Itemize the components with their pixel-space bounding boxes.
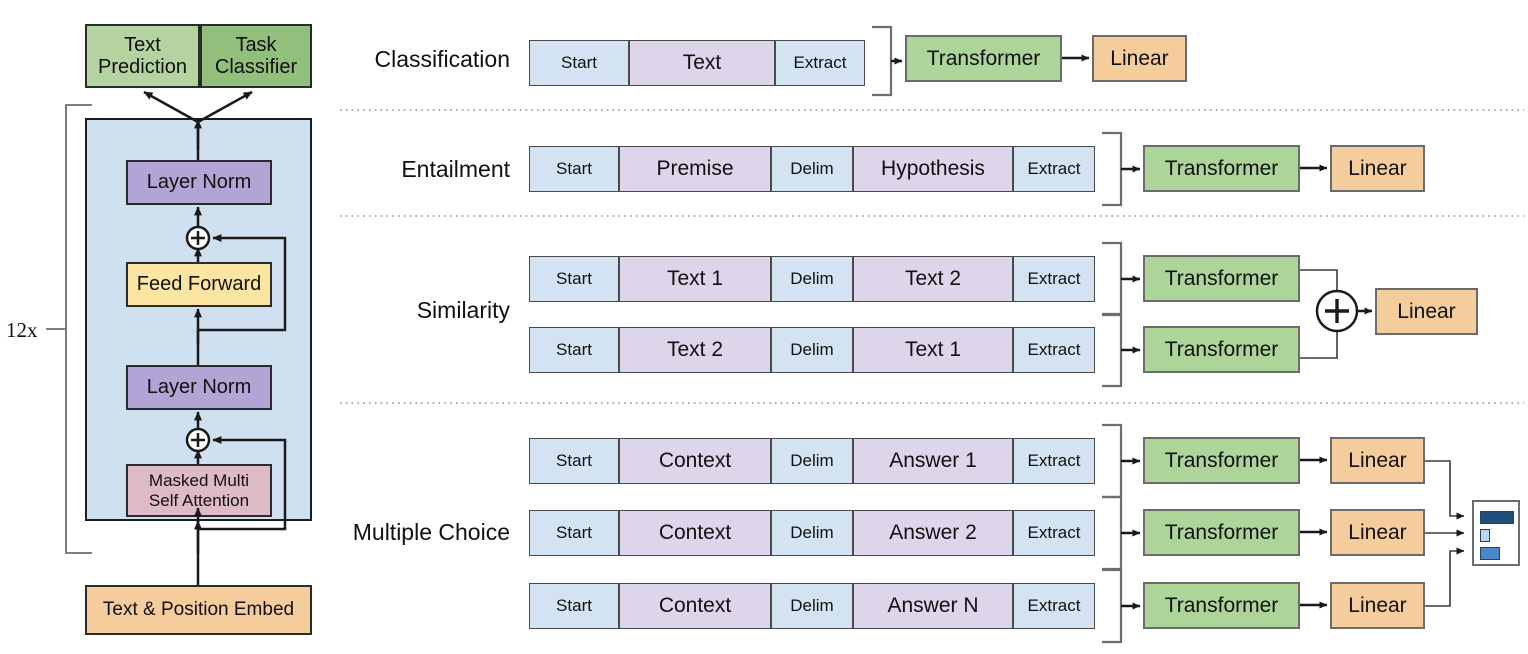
token-extract: Extract xyxy=(1013,327,1095,373)
module-linear: Linear xyxy=(1092,35,1187,82)
token-start: Start xyxy=(529,146,619,192)
token-text-2: Text 2 xyxy=(853,256,1013,302)
task-label-multiple-choice: Multiple Choice xyxy=(352,519,510,545)
head-text-prediction: Text Prediction xyxy=(85,24,200,88)
module-transformer: Transformer xyxy=(1143,145,1300,192)
module-linear-similarity: Linear xyxy=(1375,288,1478,335)
answer-score-bar-3 xyxy=(1480,547,1500,560)
module-transformer: Transformer xyxy=(1143,326,1300,373)
token-delim: Delim xyxy=(771,438,853,484)
token-premise: Premise xyxy=(619,146,771,192)
token-delim: Delim xyxy=(771,510,853,556)
token-answer-n: Answer N xyxy=(853,583,1013,629)
token-context: Context xyxy=(619,438,771,484)
block-text-position-embed: Text & Position Embed xyxy=(85,585,312,635)
token-start: Start xyxy=(529,40,629,86)
repeat-count-label: 12x xyxy=(6,318,38,342)
token-start: Start xyxy=(529,256,619,302)
module-linear: Linear xyxy=(1330,437,1425,484)
answer-score-chart xyxy=(1472,500,1520,566)
module-transformer: Transformer xyxy=(905,35,1062,82)
token-text-1: Text 1 xyxy=(619,256,771,302)
token-delim: Delim xyxy=(771,327,853,373)
answer-score-bar-1 xyxy=(1480,511,1514,524)
module-transformer: Transformer xyxy=(1143,509,1300,556)
block-layer-norm-1: Layer Norm xyxy=(126,365,272,410)
module-linear: Linear xyxy=(1330,582,1425,629)
token-text: Text xyxy=(629,40,775,86)
token-extract: Extract xyxy=(1013,256,1095,302)
token-answer-2: Answer 2 xyxy=(853,510,1013,556)
token-start: Start xyxy=(529,327,619,373)
task-label-similarity: Similarity xyxy=(416,297,510,323)
token-text-2: Text 2 xyxy=(619,327,771,373)
token-start: Start xyxy=(529,583,619,629)
token-context: Context xyxy=(619,583,771,629)
token-context: Context xyxy=(619,510,771,556)
token-delim: Delim xyxy=(771,256,853,302)
module-transformer: Transformer xyxy=(1143,437,1300,484)
block-masked-multi-self-attention: Masked Multi Self Attention xyxy=(126,464,272,517)
token-extract: Extract xyxy=(1013,438,1095,484)
head-task-classifier: Task Classifier xyxy=(200,24,312,88)
token-extract: Extract xyxy=(1013,146,1095,192)
answer-score-bar-2 xyxy=(1480,529,1490,542)
token-extract: Extract xyxy=(775,40,865,86)
token-extract: Extract xyxy=(1013,583,1095,629)
block-layer-norm-2: Layer Norm xyxy=(126,160,272,205)
block-feed-forward: Feed Forward xyxy=(126,262,272,307)
token-answer-1: Answer 1 xyxy=(853,438,1013,484)
token-delim: Delim xyxy=(771,583,853,629)
token-start: Start xyxy=(529,438,619,484)
token-text-1: Text 1 xyxy=(853,327,1013,373)
module-linear: Linear xyxy=(1330,145,1425,192)
module-linear: Linear xyxy=(1330,509,1425,556)
task-label-entailment: Entailment xyxy=(401,156,510,182)
token-hypothesis: Hypothesis xyxy=(853,146,1013,192)
module-transformer: Transformer xyxy=(1143,582,1300,629)
module-transformer: Transformer xyxy=(1143,255,1300,302)
token-start: Start xyxy=(529,510,619,556)
token-extract: Extract xyxy=(1013,510,1095,556)
task-label-classification: Classification xyxy=(374,46,511,72)
token-delim: Delim xyxy=(771,146,853,192)
